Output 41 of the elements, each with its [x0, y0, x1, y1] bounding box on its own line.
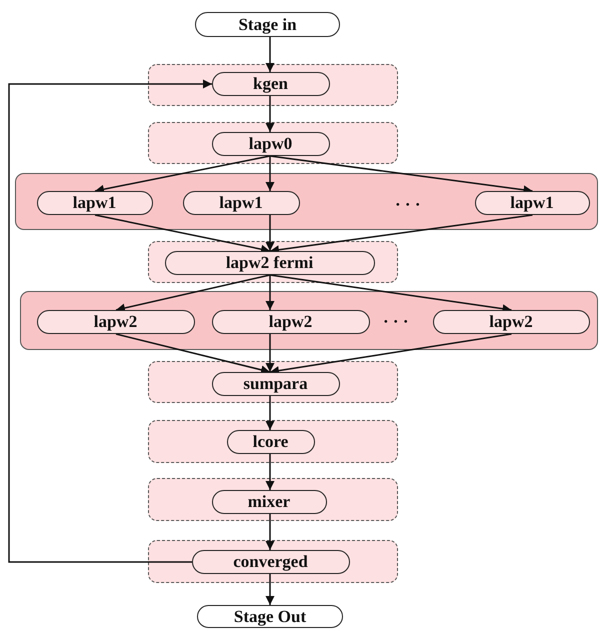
- arrow: [266, 396, 274, 430]
- stage-box: [148, 478, 398, 521]
- process-pill: Stage in: [195, 12, 340, 37]
- arrow: [8, 80, 212, 563]
- stage-box: [148, 122, 398, 164]
- process-pill: converged: [192, 550, 350, 574]
- process-pill: lapw1: [474, 190, 590, 214]
- process-pill: lapw2 fermi: [164, 250, 374, 274]
- ellipsis-dots: · · ·: [383, 312, 409, 332]
- arrow: [94, 214, 270, 254]
- parallel-band: [20, 291, 598, 350]
- process-pill: mixer: [212, 490, 326, 514]
- parallel-band: [15, 173, 598, 230]
- process-pill: lcore: [226, 430, 314, 454]
- process-pill: lapw0: [212, 132, 330, 156]
- arrow: [266, 96, 274, 132]
- stage-box: [148, 361, 398, 403]
- arrow: [266, 574, 274, 605]
- arrow: [266, 275, 274, 310]
- stage-box: [148, 241, 398, 283]
- arrow: [116, 274, 270, 312]
- arrow: [266, 334, 274, 372]
- process-pill: lapw1: [182, 190, 300, 214]
- process-pill: kgen: [212, 72, 330, 96]
- arrow: [266, 37, 274, 72]
- process-pill: lapw2: [432, 310, 590, 334]
- arrow: [266, 454, 274, 490]
- process-pill: sumpara: [212, 372, 340, 396]
- process-pill: lapw1: [36, 190, 152, 214]
- arrow: [266, 514, 274, 550]
- arrow: [266, 156, 274, 191]
- stage-box: [148, 420, 398, 463]
- process-pill: Stage Out: [197, 605, 343, 628]
- arrow: [116, 333, 270, 374]
- stage-box: [148, 540, 398, 583]
- ellipsis-dots: · · ·: [395, 195, 421, 215]
- process-pill: lapw2: [36, 310, 194, 334]
- arrow: [94, 155, 270, 194]
- process-pill: lapw2: [212, 310, 370, 334]
- arrow: [266, 215, 274, 251]
- stage-box: [148, 64, 398, 106]
